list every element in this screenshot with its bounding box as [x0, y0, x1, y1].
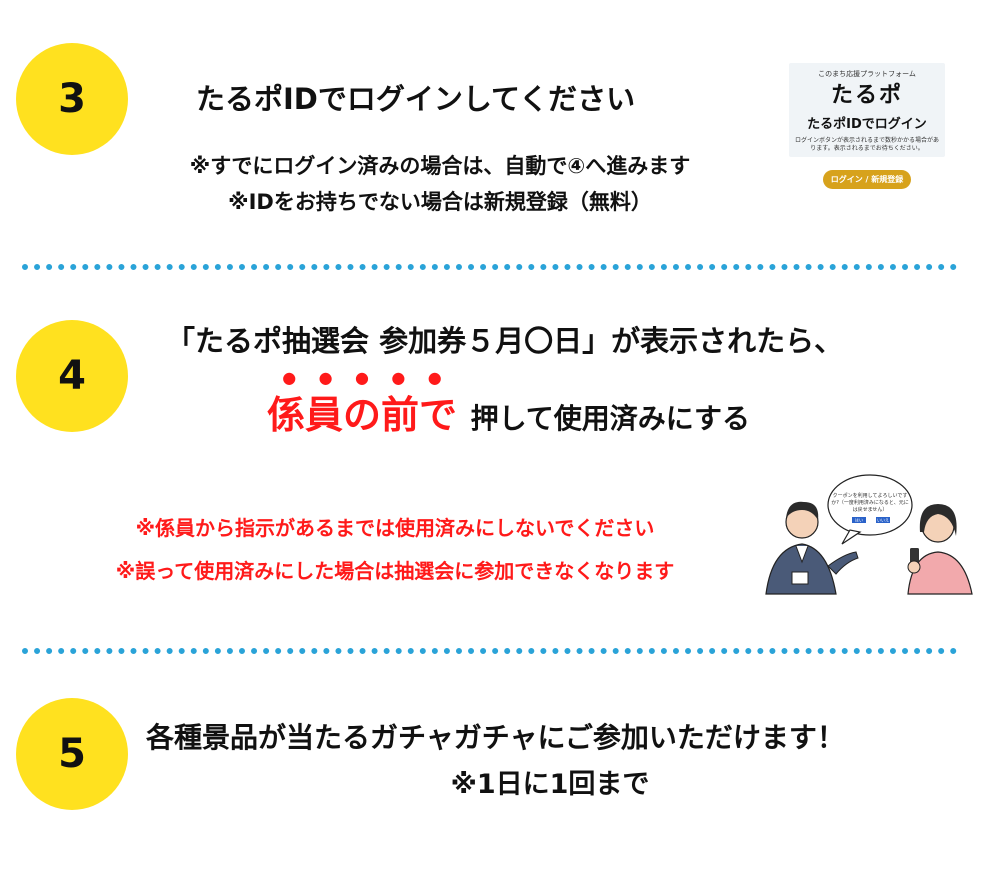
step-3-title: たるポIDでログインしてください — [196, 82, 636, 116]
bubble-line-2: か?（一度利用済みになると、元に — [831, 499, 908, 506]
step-4-line-2-rest: 押して使用済みにする — [470, 402, 751, 435]
staff-person — [765, 501, 859, 595]
bubble-line-3: は戻せません） — [853, 506, 888, 513]
divider-1 — [22, 264, 957, 270]
step-4-circle: 4 — [16, 320, 128, 432]
bubble-yes: はい — [855, 518, 863, 523]
step-4-line-1: 「たるポ抽選会 参加券５月〇日」が表示されたら、 — [166, 324, 844, 358]
step-3-circle: 3 — [16, 43, 128, 155]
login-card-logo: たるポ — [830, 83, 903, 108]
staff-customer-illustration: クーポンを利用してよろしいです か?（一度利用済みになると、元に は戻せません）… — [765, 474, 973, 595]
step-5-line-2: ※1日に1回まで — [450, 769, 650, 800]
step-5-number: 5 — [58, 731, 86, 777]
step-5-line-1: 各種景品が当たるガチャガチャにご参加いただけます！ — [146, 721, 845, 754]
emphasis-dots: ●●●●● — [282, 368, 442, 387]
customer-person — [907, 504, 973, 595]
step-4-warning-2: ※誤って使用済みにした場合は抽選会に参加できなくなります — [115, 559, 675, 583]
login-card-title: たるポIDでログイン — [807, 117, 927, 132]
step-4-number: 4 — [58, 353, 86, 399]
step-4-emphasis: ●●●●● 係員の前で — [267, 368, 458, 438]
bubble-line-1: クーポンを利用してよろしいです — [833, 492, 908, 499]
step-4-warning-1: ※係員から指示があるまでは使用済みにしないでください — [135, 516, 655, 540]
login-card-description: ログインボタンが表示されるまで数秒かかる場合があります。表示されるまでお待ちくだ… — [795, 137, 940, 152]
login-card: このまち応援プラットフォーム たるポ たるポIDでログイン ログインボタンが表示… — [789, 63, 945, 157]
step-4-line-2: ●●●●● 係員の前で 押して使用済みにする — [267, 368, 751, 439]
speech-bubble: クーポンを利用してよろしいです か?（一度利用済みになると、元に は戻せません）… — [827, 474, 913, 545]
step-3-note-2: ※IDをお持ちでない場合は新規登録（無料） — [228, 190, 652, 214]
login-card-tagline: このまち応援プラットフォーム — [818, 70, 916, 78]
login-register-button[interactable]: ログイン / 新規登録 — [823, 170, 911, 189]
step-3-note-1: ※すでにログイン済みの場合は、自動で④へ進みます — [189, 154, 691, 178]
step-3-number: 3 — [58, 76, 86, 122]
bubble-no: いいえ — [877, 517, 889, 523]
step-5-circle: 5 — [16, 698, 128, 810]
divider-2 — [22, 648, 957, 654]
